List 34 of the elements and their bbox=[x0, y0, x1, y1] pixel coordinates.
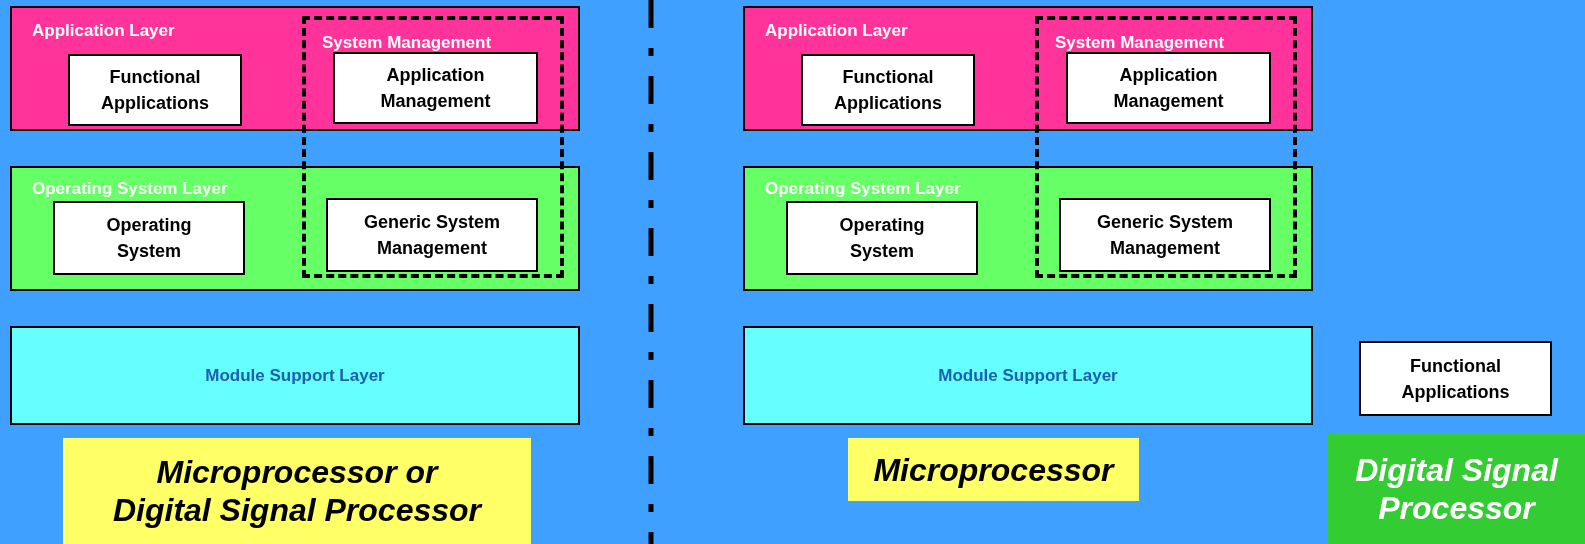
component-box bbox=[786, 201, 978, 275]
layer-band bbox=[743, 326, 1313, 425]
component-box bbox=[801, 54, 975, 126]
component-box bbox=[1066, 52, 1271, 124]
component-box bbox=[326, 198, 538, 272]
heading-label: Application Layer bbox=[765, 20, 908, 42]
processor-label-panel bbox=[848, 438, 1139, 501]
heading-label: Application Layer bbox=[32, 20, 175, 42]
heading-label: Microprocessor or Digital Signal Processor bbox=[111, 453, 484, 529]
processor-label-panel bbox=[1328, 434, 1585, 544]
heading-label: Operating System Layer bbox=[32, 178, 228, 200]
component-label: Functional Applications bbox=[1400, 354, 1511, 404]
heading-label: Operating System Layer bbox=[765, 178, 961, 200]
component-label: Functional Applications bbox=[100, 66, 210, 115]
component-label: Application Management bbox=[379, 64, 492, 113]
layer-band bbox=[10, 326, 580, 425]
component-box bbox=[1359, 341, 1552, 416]
heading-label: Microprocessor bbox=[872, 450, 1116, 489]
component-label: Operating System bbox=[105, 214, 193, 263]
heading-label: Module Support Layer bbox=[205, 364, 385, 387]
component-box bbox=[53, 201, 245, 275]
component-box bbox=[1059, 198, 1271, 272]
component-label: Application Management bbox=[1112, 64, 1225, 113]
heading-label: Module Support Layer bbox=[938, 364, 1118, 387]
processor-label-panel bbox=[63, 438, 531, 544]
component-label: Functional Applications bbox=[833, 66, 943, 115]
component-label: Generic System Management bbox=[362, 211, 502, 260]
heading-label: System Management bbox=[1055, 32, 1225, 54]
heading-label: Digital Signal Processor bbox=[1354, 451, 1560, 527]
component-box bbox=[333, 52, 538, 124]
heading-label: System Management bbox=[322, 32, 492, 54]
component-label: Operating System bbox=[838, 214, 926, 263]
component-box bbox=[68, 54, 242, 126]
component-label: Generic System Management bbox=[1095, 211, 1235, 260]
